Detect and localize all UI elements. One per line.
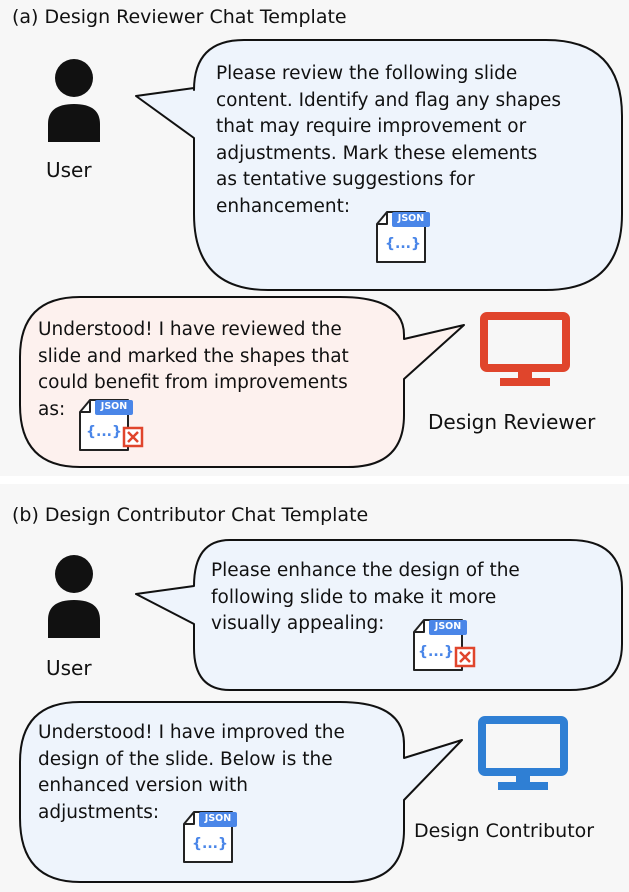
user-silhouette-icon <box>48 59 100 142</box>
json-file-icon: JSON {...} <box>412 618 474 678</box>
reviewer-message: Understood! I have reviewed the slide an… <box>38 319 349 420</box>
monitor-icon <box>478 716 568 790</box>
flag-x-icon <box>122 426 144 448</box>
panel-a-title: (a) Design Reviewer Chat Template <box>12 6 347 28</box>
json-file-icon: JSON {...} <box>78 398 140 458</box>
monitor-icon <box>480 312 570 386</box>
json-file-icon: JSON {...} <box>182 810 244 870</box>
flag-x-icon <box>454 646 476 668</box>
contributor-message: Understood! I have improved the design o… <box>38 722 345 823</box>
reviewer-speech-bubble <box>19 296 465 468</box>
user-speech-bubble <box>135 39 623 291</box>
user-label: User <box>46 656 92 680</box>
user-message: Please enhance the design of the followi… <box>211 560 520 634</box>
contributor-speech-bubble <box>19 701 463 883</box>
user-silhouette-icon <box>48 555 100 638</box>
json-file-icon: JSON {...} <box>375 210 437 270</box>
user-label: User <box>46 158 92 182</box>
panel-b-title: (b) Design Contributor Chat Template <box>12 504 369 526</box>
user-message: Please review the following slide conten… <box>216 63 561 217</box>
user-speech-bubble <box>135 539 623 691</box>
reviewer-label: Design Reviewer <box>428 410 596 434</box>
contributor-label: Design Contributor <box>414 820 595 842</box>
